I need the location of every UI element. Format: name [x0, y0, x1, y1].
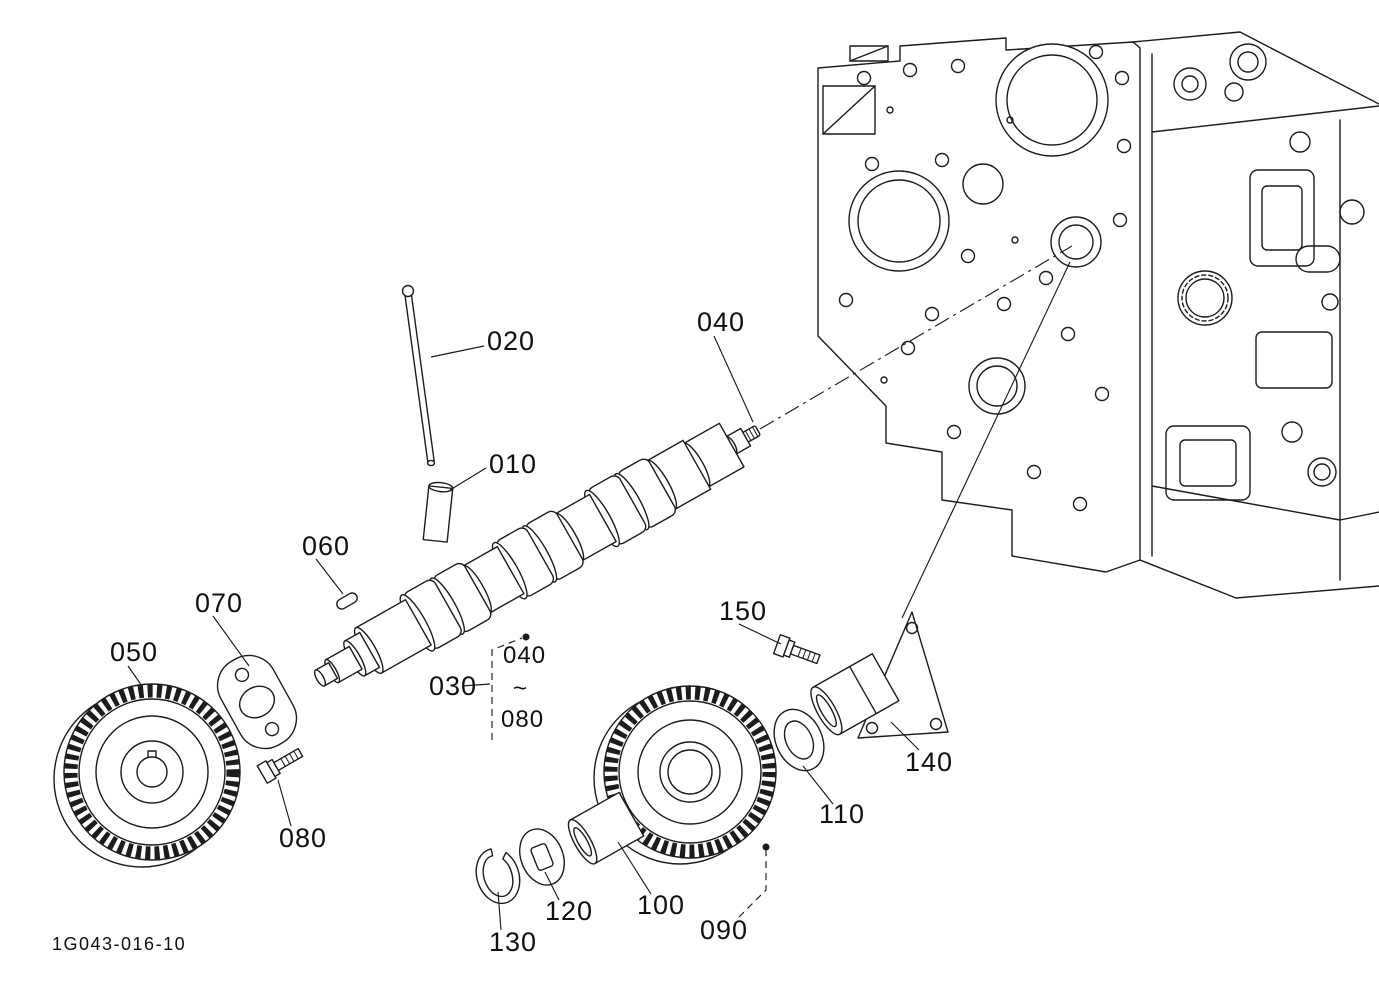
callout-080-group: 080 — [501, 706, 545, 733]
callout-070: 070 — [195, 588, 244, 618]
figure-code: 1G043-016-10 — [52, 934, 187, 954]
callout-080: 080 — [279, 823, 328, 853]
group-090-bracket — [738, 843, 770, 918]
callout-090: 090 — [700, 915, 749, 945]
tappet-drawing — [422, 481, 454, 543]
snap-ring-drawing — [475, 848, 521, 905]
leader-lines — [127, 335, 920, 931]
callout-060: 060 — [302, 531, 351, 561]
assembly-axis-lines — [759, 245, 1073, 619]
washer-120-drawing — [519, 828, 565, 886]
callout-110: 110 — [819, 799, 866, 829]
cam-gear-drawing — [53, 683, 241, 868]
group-030-bracket — [491, 633, 530, 740]
callout-120: 120 — [545, 896, 594, 926]
bearing-cover-drawing — [810, 611, 949, 739]
engine-block-drawing — [817, 31, 1379, 599]
bolt-150-drawing — [772, 634, 821, 665]
callout-020: 020 — [487, 326, 536, 356]
callout-130: 130 — [489, 927, 538, 957]
idler-gear-drawing — [593, 685, 777, 865]
callout-050: 050 — [110, 637, 159, 667]
callout-040-group: 040 — [503, 642, 547, 669]
push-rod-drawing — [401, 284, 436, 467]
callout-140: 140 — [905, 747, 954, 777]
callout-100: 100 — [637, 890, 686, 920]
plate-drawing — [216, 654, 298, 750]
callout-040-top: 040 — [697, 307, 746, 337]
bolt-080-drawing — [256, 747, 304, 784]
callout-150: 150 — [719, 596, 768, 626]
callout-010: 010 — [489, 449, 538, 479]
key-drawing — [336, 592, 358, 610]
camshaft-drawing — [313, 422, 761, 687]
collar-drawing — [567, 791, 645, 865]
washer-110-drawing — [773, 708, 825, 772]
callout-030: 030 — [429, 671, 478, 701]
callout-tilde: ~ — [513, 675, 529, 702]
